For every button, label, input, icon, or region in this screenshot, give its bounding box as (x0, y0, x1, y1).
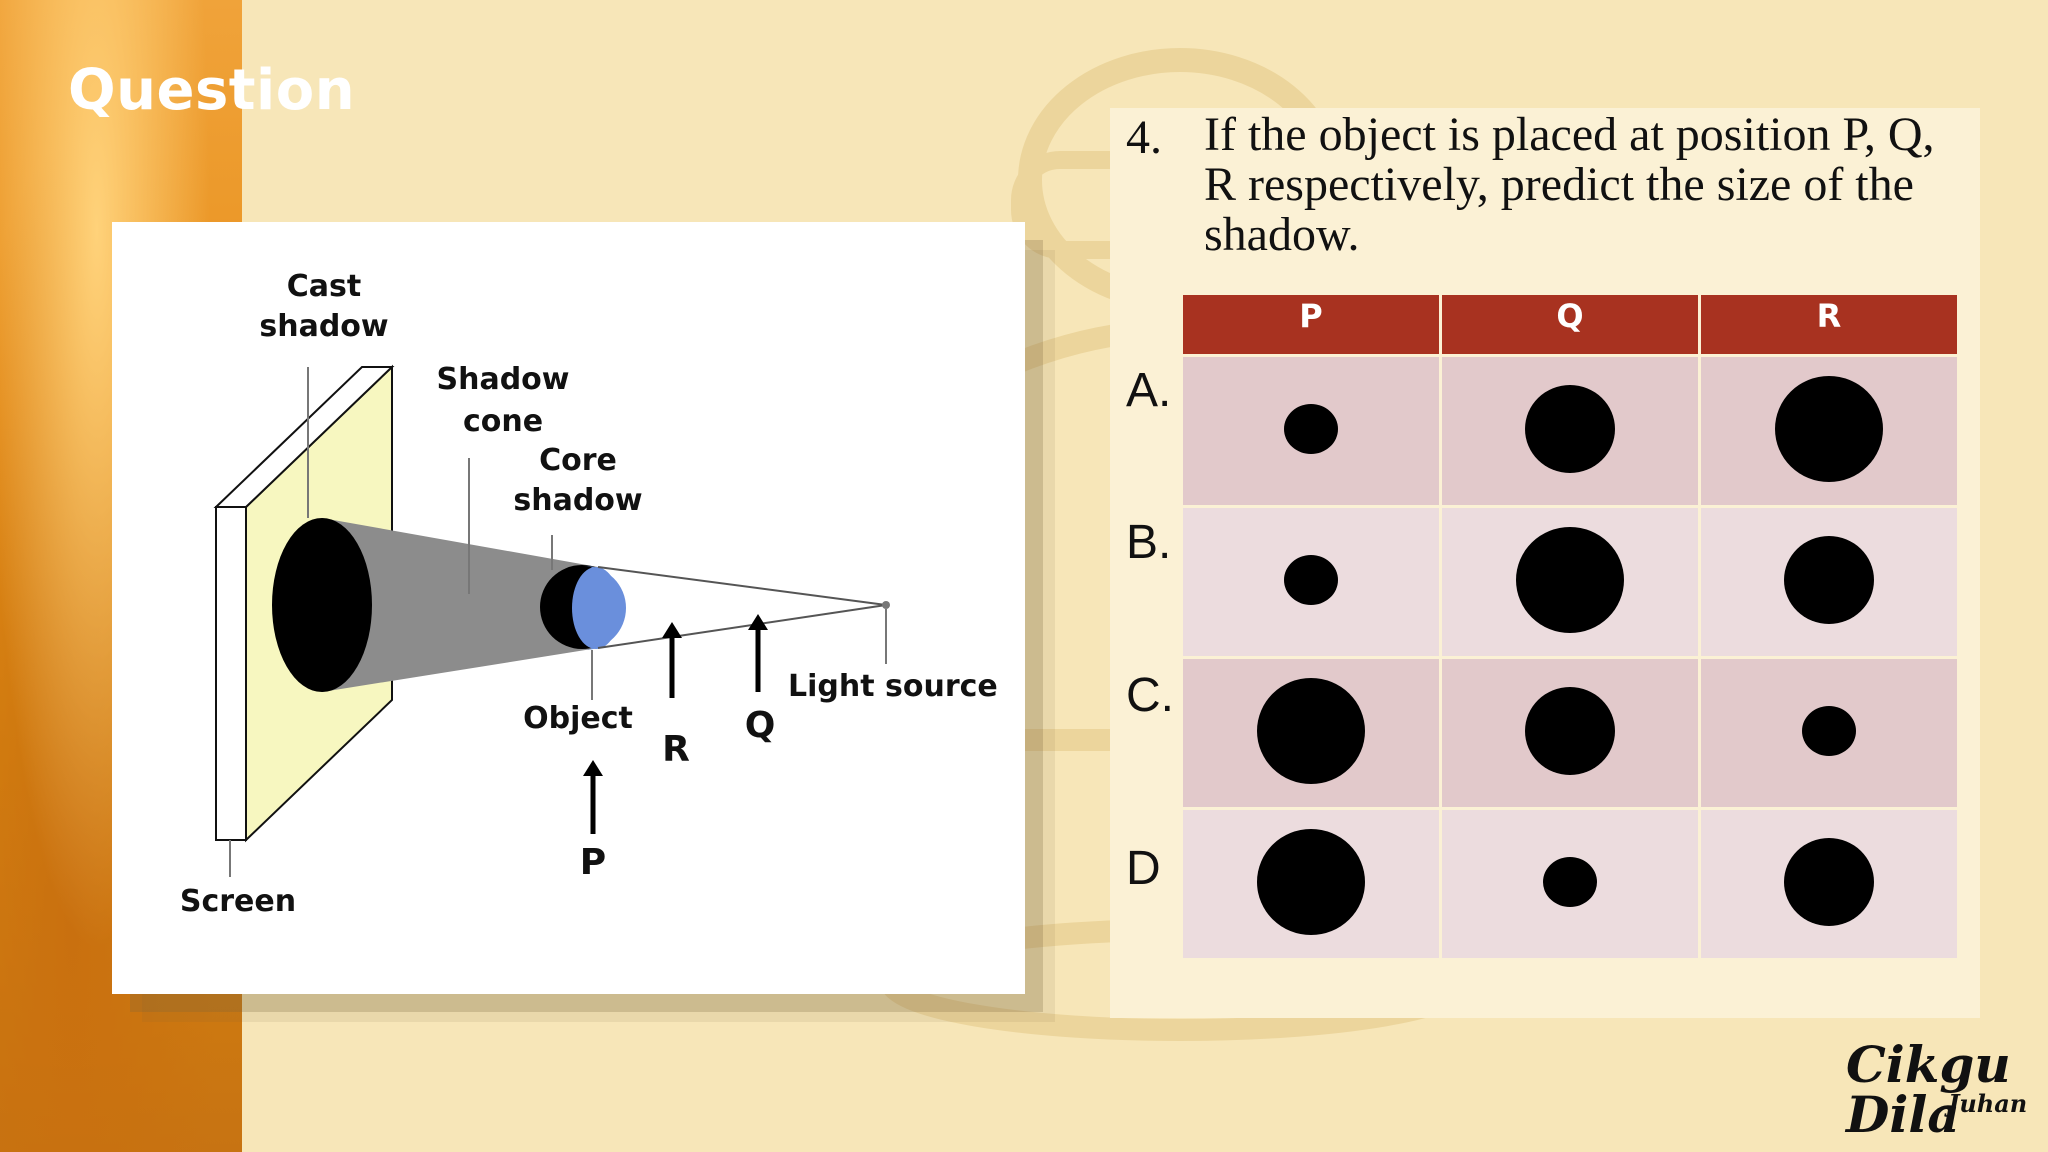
cell-a-p (1183, 357, 1439, 505)
shadow-size-small (1284, 554, 1338, 605)
shadow-size-large (1257, 828, 1365, 935)
object-label: Object (523, 701, 633, 736)
core-shadow-label-2: shadow (513, 483, 642, 518)
cast-shadow-label-2: shadow (259, 309, 388, 344)
shadow-size-large (1516, 526, 1624, 633)
option-label-d: D (1126, 842, 1161, 895)
cast-shadow-label-1: Cast (287, 269, 361, 304)
table-header-row: P Q R (1183, 295, 1957, 354)
header-R: R (1701, 295, 1957, 354)
screen-label: Screen (180, 884, 296, 919)
shadow-size-small (1802, 705, 1856, 756)
cell-b-r (1701, 508, 1957, 656)
screen-top (213, 366, 395, 508)
shadow-size-large (1257, 677, 1365, 784)
position-Q-label: Q (745, 705, 776, 746)
question-panel: 4. If the object is placed at position P… (1110, 108, 1980, 1018)
cell-d-p (1183, 810, 1439, 958)
light-source-point (882, 601, 890, 609)
light-source-label: Light source (788, 669, 998, 704)
table-row-a (1183, 357, 1957, 505)
brand-logo-line2: Dila (1844, 1085, 1960, 1142)
cell-b-q (1442, 508, 1698, 656)
question-text: If the object is placed at position P, Q… (1204, 108, 1935, 261)
shadow-cone (322, 518, 598, 692)
position-P-label: P (580, 842, 606, 883)
slide-title: Question (68, 58, 356, 123)
shadow-size-medium (1525, 384, 1615, 473)
arrow-R (662, 622, 682, 698)
arrow-Q (748, 614, 768, 692)
cell-c-p (1183, 659, 1439, 807)
screen-edge (215, 506, 247, 841)
table-row-c (1183, 659, 1957, 807)
cell-c-r (1701, 659, 1957, 807)
cell-a-q (1442, 357, 1698, 505)
shadow-size-medium (1784, 837, 1874, 926)
header-P: P (1183, 295, 1439, 354)
brand-logo-line3: Juhan (1944, 1089, 2027, 1118)
cell-d-r (1701, 810, 1957, 958)
shadow-size-medium (1784, 535, 1874, 624)
shadow-diagram: Cast shadow Shadow cone Core shadow Obje… (180, 269, 998, 919)
option-label-b: B. (1126, 516, 1172, 569)
core-shadow-label-1: Core (539, 443, 617, 478)
cast-shadow (272, 518, 372, 692)
option-label-a: A. (1126, 364, 1172, 417)
shadow-cone-label-2: cone (463, 404, 543, 439)
object-sphere (572, 567, 620, 649)
arrow-P (583, 760, 603, 834)
cell-c-q (1442, 659, 1698, 807)
light-ray-top (597, 566, 887, 606)
cell-d-q (1442, 810, 1698, 958)
shadow-diagram-panel: Cast shadow Shadow cone Core shadow Obje… (112, 222, 1025, 994)
light-ray-bottom (597, 604, 887, 649)
table-row-b (1183, 508, 1957, 656)
table-row-d (1183, 810, 1957, 958)
cell-a-r (1701, 357, 1957, 505)
brand-logo: Cikgu Dila Juhan (1844, 1035, 2027, 1142)
shadow-size-large (1775, 375, 1883, 482)
brand-logo-line1: Cikgu (1846, 1035, 2011, 1094)
shadow-cone-label-1: Shadow (436, 362, 569, 397)
answer-table: P Q R (1180, 292, 1960, 961)
shadow-size-small (1543, 856, 1597, 907)
cell-b-p (1183, 508, 1439, 656)
header-Q: Q (1442, 295, 1698, 354)
option-label-c: C. (1126, 669, 1174, 722)
shadow-size-small (1284, 403, 1338, 454)
position-R-label: R (662, 729, 690, 770)
shadow-size-medium (1525, 686, 1615, 775)
question-number: 4. (1126, 111, 1162, 164)
